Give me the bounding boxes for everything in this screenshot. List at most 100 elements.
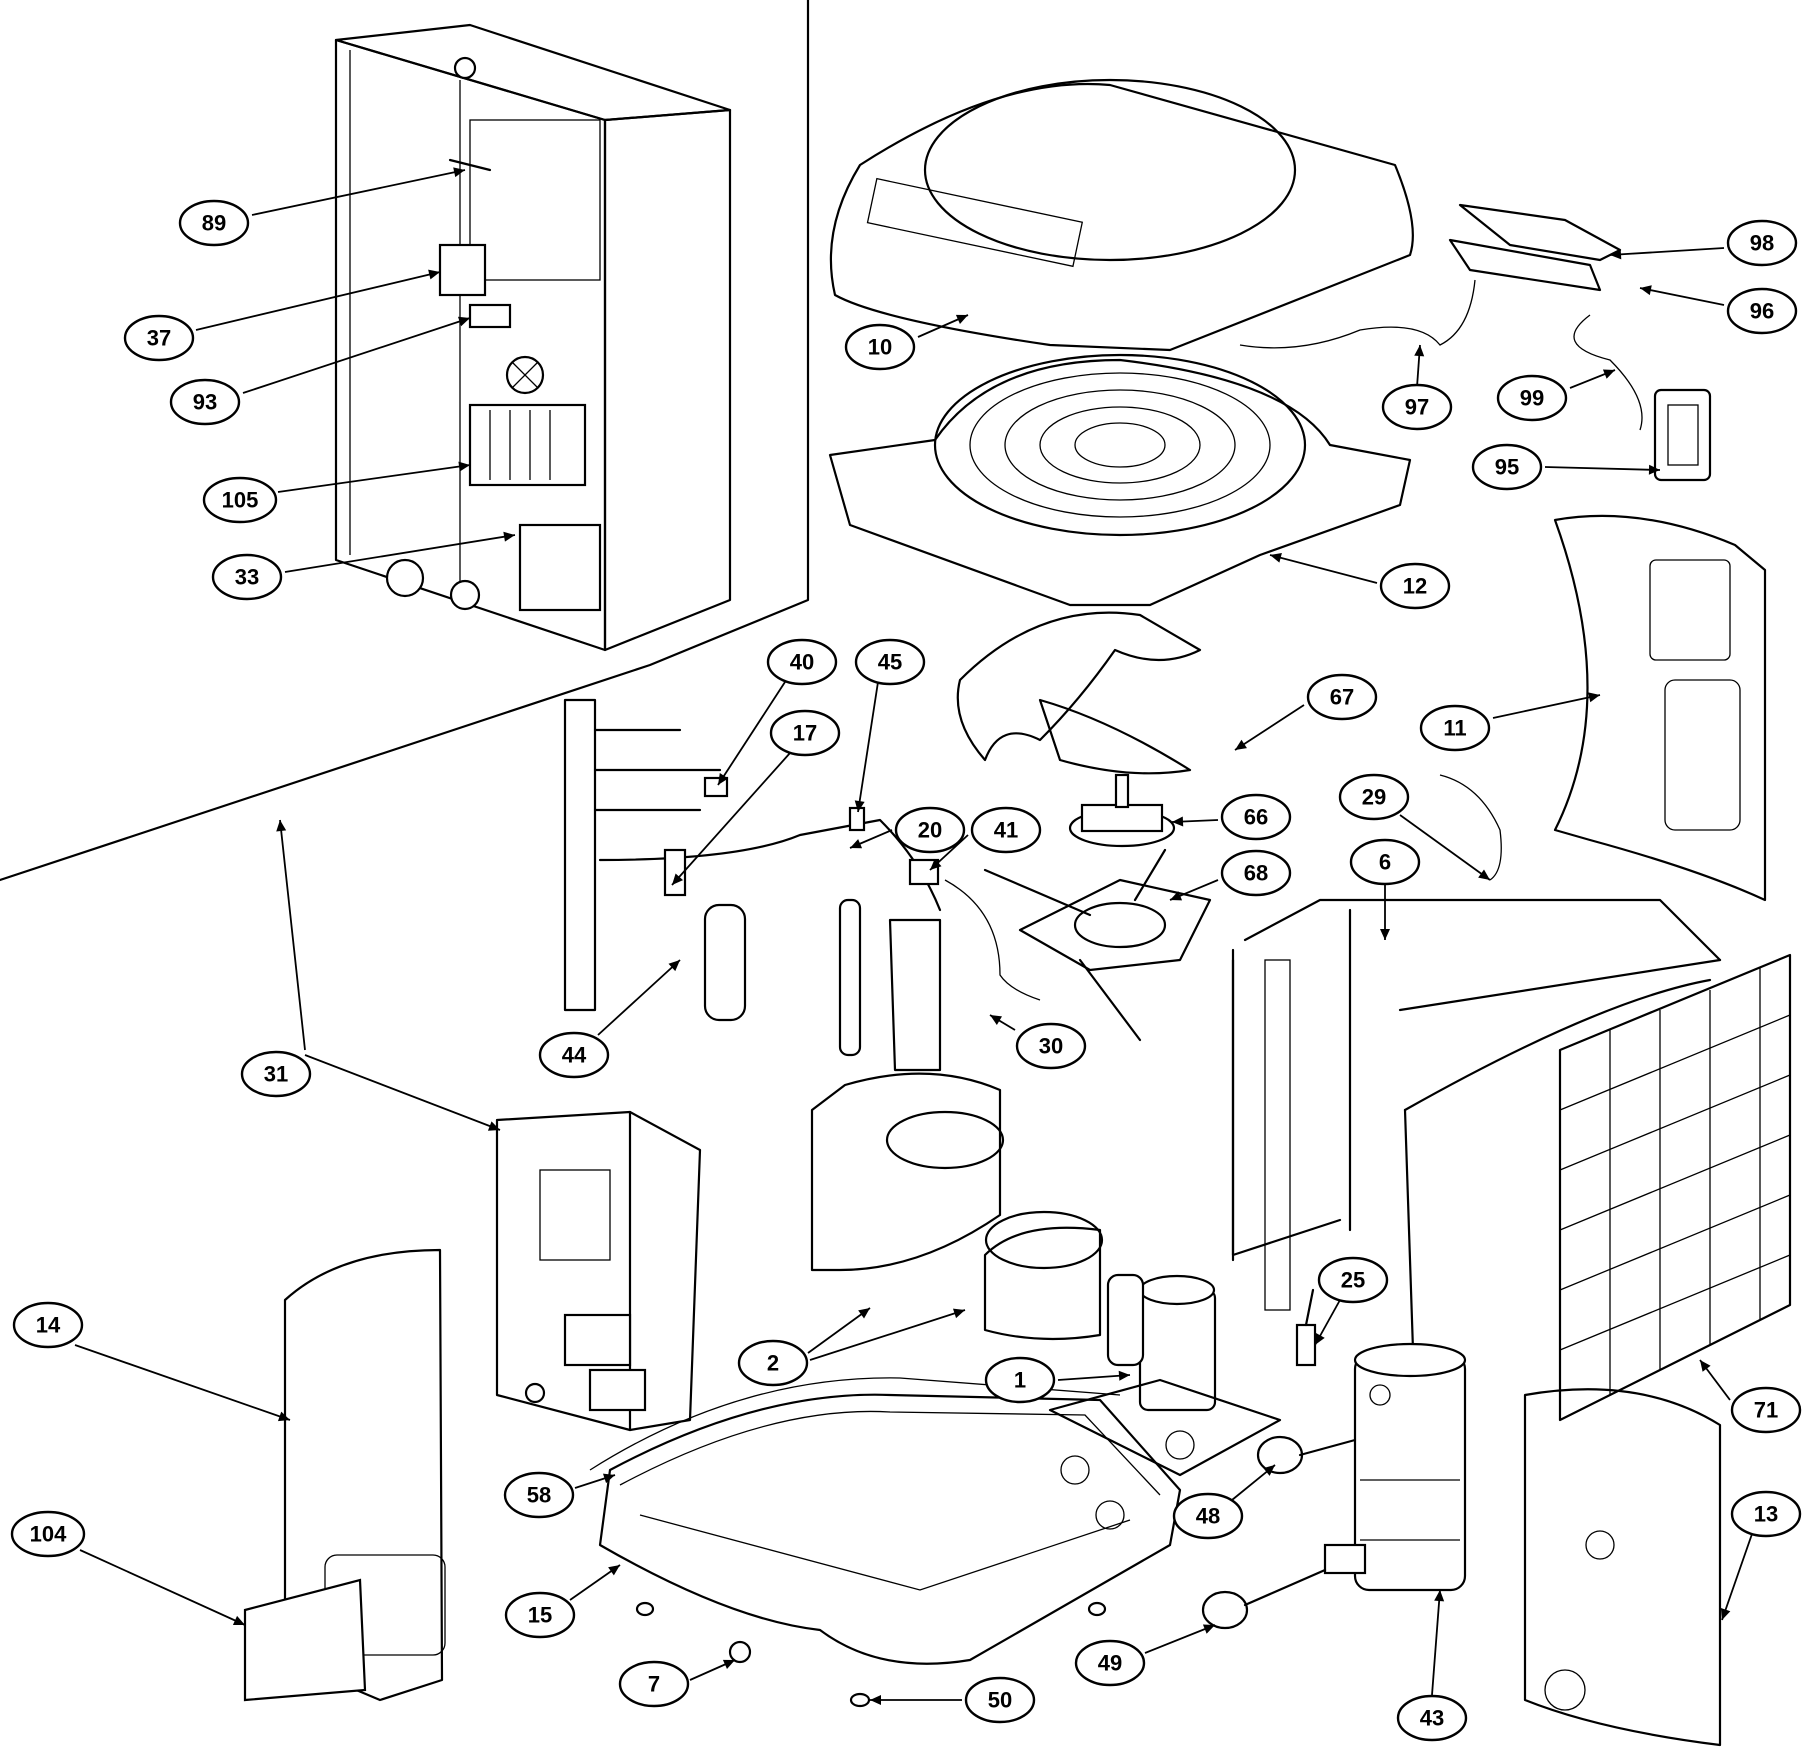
side-panel (1523, 1388, 1722, 1747)
leader-arrowhead-6 (1380, 929, 1390, 940)
callout-number: 11 (1443, 716, 1466, 741)
leader-line-95 (1544, 466, 1661, 471)
water-pressure-switch (1295, 1288, 1317, 1367)
callout-17: 17 (769, 709, 841, 757)
sensor-wire (1439, 774, 1502, 881)
callout-number: 97 (1405, 395, 1429, 420)
leader-arrowhead-17 (672, 873, 684, 885)
callout-bubble (1726, 219, 1798, 267)
callout-96: 96 (1726, 287, 1798, 335)
top-cover (829, 78, 1414, 352)
leader-line-98 (1609, 247, 1725, 256)
callout-number: 40 (790, 650, 814, 675)
rear-grille (1558, 953, 1792, 1422)
callout-bubble (10, 1510, 86, 1558)
leader-line-43 (1431, 1589, 1441, 1696)
grille-inserts (1448, 203, 1622, 292)
leader-line-33 (284, 534, 516, 573)
callout-104: 104 (10, 1510, 86, 1558)
callout-49: 49 (1074, 1639, 1146, 1687)
leader-arrowhead-67 (1235, 739, 1247, 750)
callout-number: 104 (30, 1522, 67, 1547)
electrical-box (495, 1110, 702, 1432)
water-union-outlet (1201, 1568, 1327, 1630)
callout-number: 15 (528, 1603, 552, 1628)
callout-30: 30 (1015, 1022, 1087, 1070)
leader-arrowhead-96 (1640, 285, 1652, 296)
leader-line-67 (1234, 704, 1305, 751)
leader-arrowhead-99 (1602, 369, 1615, 379)
leader-line-105 (277, 464, 471, 493)
leader-line-89 (251, 169, 466, 216)
callout-99: 99 (1496, 374, 1568, 422)
callout-number: 31 (264, 1062, 288, 1087)
part-callouts: 1267101112131415172025293031333740414344… (10, 199, 1802, 1742)
leader-arrowhead-15 (608, 1565, 620, 1576)
callout-number: 93 (193, 390, 217, 415)
callout-number: 6 (1379, 850, 1391, 875)
callout-number: 10 (868, 335, 892, 360)
callout-44: 44 (538, 1031, 610, 1079)
callout-105: 105 (202, 476, 278, 524)
callout-bubble (1471, 443, 1543, 491)
callout-bubble (169, 378, 241, 426)
callout-11: 11 (1419, 704, 1491, 752)
terminal-block-105 (468, 403, 587, 487)
compressor-sound-jacket (810, 1072, 1104, 1341)
callout-number: 25 (1341, 1268, 1365, 1293)
leader-arrowhead-20 (850, 839, 863, 849)
leader-line-13 (1721, 1533, 1753, 1621)
leader-arrowhead-66 (1172, 816, 1184, 827)
callout-number: 44 (562, 1043, 587, 1068)
leader-arrowhead-44 (668, 960, 680, 972)
leader-arrowhead-105 (458, 461, 470, 472)
callout-number: 43 (1420, 1706, 1444, 1731)
leader-line-44 (597, 959, 681, 1036)
callout-bubble (1349, 838, 1421, 886)
fan-motor (1068, 773, 1176, 848)
callout-number: 33 (235, 565, 259, 590)
callout-bubble (1381, 383, 1453, 431)
leader-arrowhead-14 (277, 1411, 290, 1422)
leader-arrowhead-95 (1648, 464, 1660, 475)
callout-number: 30 (1039, 1034, 1063, 1059)
callout-number: 89 (202, 211, 226, 236)
leader-line-17 (671, 752, 791, 886)
callout-33: 33 (211, 553, 283, 601)
callout-29: 29 (1338, 773, 1410, 821)
leader-arrowhead-89 (453, 167, 465, 178)
callout-number: 14 (36, 1313, 61, 1338)
leader-line-104 (79, 1549, 246, 1626)
callout-bubble (211, 553, 283, 601)
callout-98: 98 (1726, 219, 1798, 267)
callout-number: 105 (222, 488, 259, 513)
callout-41: 41 (970, 806, 1042, 854)
callout-bubble (1396, 1694, 1468, 1742)
callout-1: 1 (984, 1356, 1056, 1404)
base-insulation (589, 1377, 1121, 1471)
callout-67: 67 (1306, 673, 1378, 721)
leader-arrowhead-43 (1434, 1590, 1445, 1602)
callout-bubble (1379, 562, 1451, 610)
callout-bubble (737, 1339, 809, 1387)
callout-number: 50 (988, 1688, 1012, 1713)
leader-line-49 (1144, 1624, 1216, 1654)
callout-bubble (178, 199, 250, 247)
callout-25: 25 (1317, 1256, 1389, 1304)
callout-58: 58 (503, 1471, 575, 1519)
callout-68: 68 (1220, 849, 1292, 897)
leader-line-40 (717, 681, 786, 786)
callout-bubble (844, 323, 916, 371)
callout-89: 89 (178, 199, 250, 247)
callout-number: 99 (1520, 386, 1544, 411)
refrigerant-circuit (563, 698, 1041, 1072)
callout-40: 40 (766, 638, 838, 686)
electrical-box-detail-inset (0, 0, 810, 882)
callout-number: 41 (994, 818, 1018, 843)
callout-95: 95 (1471, 443, 1543, 491)
callout-97: 97 (1381, 383, 1453, 431)
callout-bubble (984, 1356, 1056, 1404)
relay-37 (438, 243, 487, 297)
leader-lines (74, 167, 1753, 1705)
